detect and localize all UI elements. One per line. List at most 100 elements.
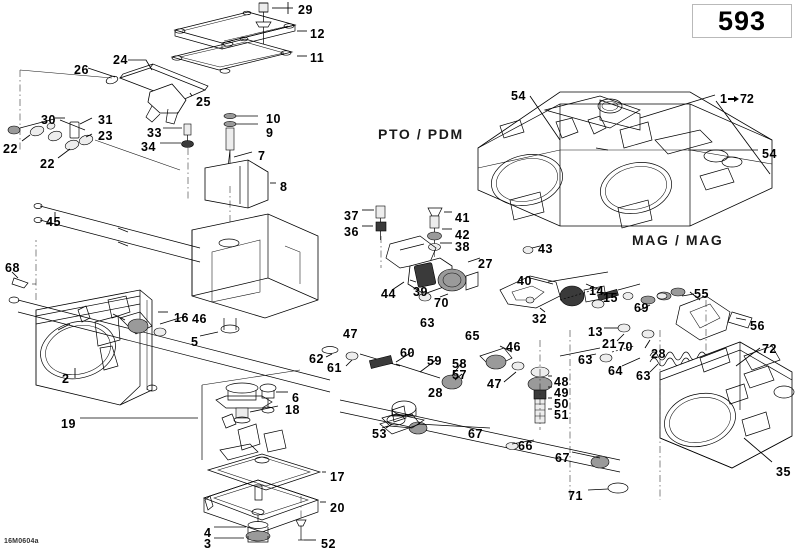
callout-65: 65	[465, 329, 480, 343]
callout-61: 61	[327, 361, 342, 375]
callout-5: 5	[191, 335, 199, 349]
arrow-right-icon	[727, 96, 739, 102]
callout-11: 11	[310, 51, 325, 65]
drain-plug-3-4	[214, 515, 271, 543]
callout-56: 56	[750, 319, 765, 333]
callout-54: 54	[511, 89, 526, 103]
callout-48: 48	[554, 375, 569, 389]
float-bowl-assembly	[80, 369, 425, 543]
callout-63: 63	[636, 369, 651, 383]
callout-24: 24	[113, 53, 128, 67]
callout-55: 55	[694, 287, 709, 301]
callout-31: 31	[98, 113, 113, 127]
callout-16: 16	[174, 311, 189, 325]
callout-15: 15	[603, 291, 618, 305]
airbox-cover-group	[173, 10, 297, 50]
callout-68: 68	[5, 261, 20, 275]
callout-69: 69	[634, 301, 649, 315]
bowl-gasket-17	[206, 453, 326, 491]
callout-22: 22	[40, 157, 55, 171]
range-to: 72	[739, 92, 754, 106]
callout-72: 72	[762, 342, 777, 356]
callout-29: 29	[298, 3, 313, 17]
callout-35: 35	[776, 465, 791, 479]
callout-27: 27	[478, 257, 493, 271]
callout-17: 17	[330, 470, 345, 484]
idle-screw-group	[160, 123, 194, 200]
callout-7: 7	[258, 149, 266, 163]
carburetor-body-left	[35, 240, 168, 406]
center-lower-linkage	[8, 296, 621, 473]
throttle-lever-assembly	[19, 59, 209, 150]
callout-32: 32	[532, 312, 547, 326]
callout-60: 60	[400, 346, 415, 360]
callout-2: 2	[62, 372, 70, 386]
float-bowl-20	[202, 479, 326, 533]
range-from: 1	[720, 92, 727, 106]
callout-13: 13	[588, 325, 603, 339]
rod-45-group	[33, 203, 201, 263]
callout-70: 70	[618, 340, 633, 354]
callout-71: 71	[568, 489, 583, 503]
callout-46: 46	[192, 312, 207, 326]
callout-4: 4	[204, 526, 212, 540]
callout-23: 23	[98, 129, 113, 143]
callout-67: 67	[555, 451, 570, 465]
callout-14: 14	[589, 284, 604, 298]
range-callout-1-72: 1 72	[720, 92, 754, 106]
cover-screw-29	[255, 2, 307, 57]
hardware-cluster-left	[7, 117, 181, 171]
page-number-box: 593	[692, 4, 792, 38]
callout-63: 63	[420, 316, 435, 330]
callout-45: 45	[46, 215, 61, 229]
callout-70: 70	[434, 296, 449, 310]
callout-47: 47	[343, 327, 358, 341]
callout-42: 42	[455, 228, 470, 242]
callout-41: 41	[455, 211, 470, 225]
callout-62: 62	[309, 352, 324, 366]
callout-46: 46	[506, 340, 521, 354]
callout-33: 33	[147, 126, 162, 140]
callout-66: 66	[518, 439, 533, 453]
callout-30: 30	[41, 113, 56, 127]
callout-43: 43	[538, 242, 553, 256]
callout-58: 58	[452, 357, 467, 371]
callout-28: 28	[428, 386, 443, 400]
callout-37: 37	[344, 209, 359, 223]
callout-26: 26	[74, 63, 89, 77]
callout-39: 39	[413, 285, 428, 299]
callout-25: 25	[196, 95, 211, 109]
carburetor-pair-top-right	[477, 91, 773, 229]
callout-34: 34	[141, 140, 156, 154]
callout-50: 50	[554, 397, 569, 411]
screw-52	[295, 496, 316, 541]
fitting-53	[381, 400, 425, 429]
callout-49: 49	[554, 386, 569, 400]
float-parts	[215, 382, 288, 461]
callout-63: 63	[578, 353, 593, 367]
callout-40: 40	[517, 274, 532, 288]
clip-68	[11, 271, 36, 289]
callout-59: 59	[427, 354, 442, 368]
callout-47: 47	[487, 377, 502, 391]
section-caption-mag-mag: MAG / MAG	[632, 232, 724, 248]
callout-44: 44	[381, 287, 396, 301]
callout-36: 36	[344, 225, 359, 239]
cam-lever-group	[499, 271, 609, 313]
callout-8: 8	[280, 180, 288, 194]
needle-jet-stack	[204, 113, 276, 245]
callout-67: 67	[468, 427, 483, 441]
page-number: 593	[717, 5, 767, 36]
carburetor-body-center	[191, 213, 319, 337]
callout-9: 9	[266, 126, 274, 140]
callout-53: 53	[372, 427, 387, 441]
callout-21: 21	[602, 337, 617, 351]
callout-51: 51	[554, 408, 569, 422]
callout-19: 19	[61, 417, 76, 431]
footer-document-code: 16M0604a	[4, 538, 39, 545]
callout-22: 22	[3, 142, 18, 156]
callout-64: 64	[608, 364, 623, 378]
callout-38: 38	[455, 240, 470, 254]
